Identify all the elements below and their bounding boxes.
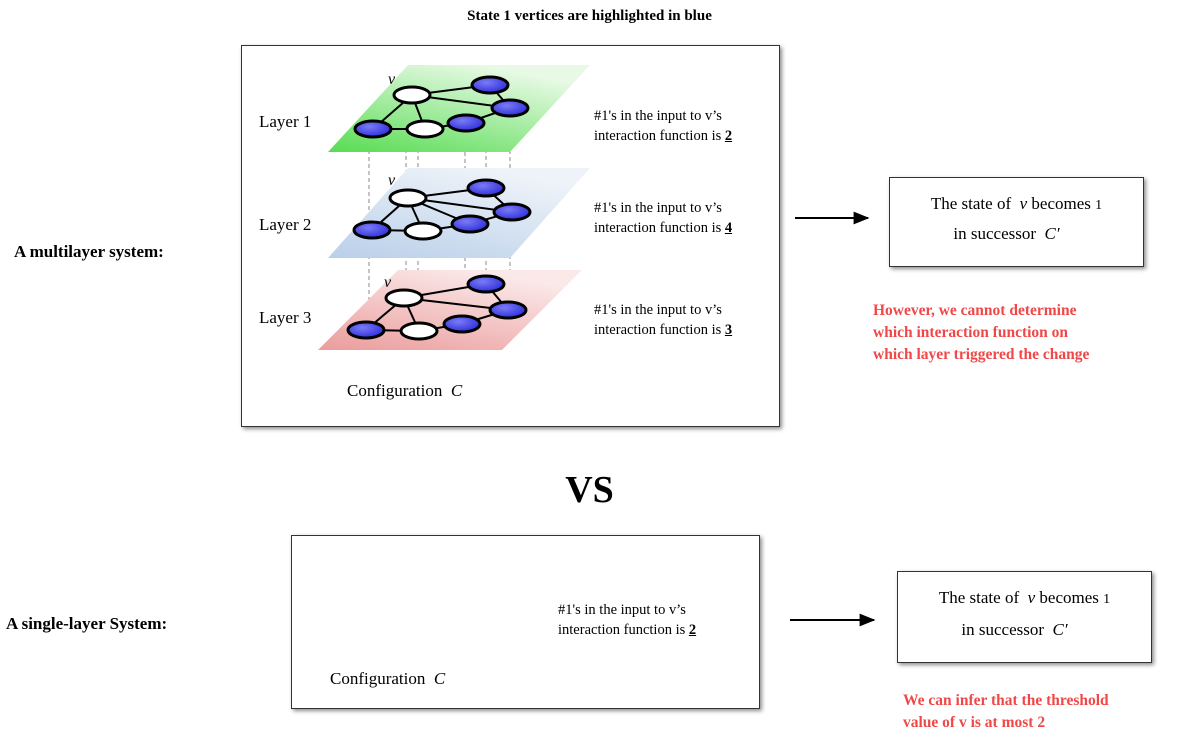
layer-3-vertex-state0: [399, 321, 439, 341]
multilayer-configuration-label: Configuration C: [347, 381, 463, 400]
layer-1-graph: [328, 65, 590, 152]
single-count: 2: [688, 622, 697, 638]
layer-2-plane: [328, 168, 590, 258]
layer-1-plane: [328, 65, 590, 152]
single-note: #1's in the input to v’s interaction fun…: [558, 602, 697, 638]
single-comment: We can infer that the threshold value of…: [903, 692, 1109, 731]
layer-1-note: #1's in the input to v’s interaction fun…: [594, 108, 733, 144]
layer-2-vertex-v: [388, 188, 428, 208]
layer-2-network: [352, 178, 532, 241]
layer-2-vertex-state1: [466, 178, 506, 198]
layer-1-vertex-state1: [446, 113, 486, 133]
layer-2-label: Layer 2: [259, 215, 312, 234]
layer-2-count: 4: [724, 220, 733, 236]
layer-3-note: #1's in the input to v’s interaction fun…: [594, 302, 733, 338]
multilayer-result-box: The state of v becomes 1 in successor C′: [889, 177, 1144, 267]
single-layer-label: A single-layer System:: [6, 614, 168, 633]
single-configuration-box: [291, 535, 760, 709]
layer-3-vertex-state1: [466, 274, 506, 294]
layer-1-count: 2: [724, 128, 733, 144]
layer-3-label: Layer 3: [259, 308, 312, 327]
layer-2-v-label: v: [388, 172, 396, 189]
layer-1-vertex-state0: [405, 119, 445, 139]
layer-1-label: Layer 1: [259, 112, 312, 131]
multilayer-label: A multilayer system:: [14, 242, 164, 261]
layer-1-vertex-state1: [490, 98, 530, 118]
layer-2-vertex-state1: [492, 202, 532, 222]
layer-3-count: 3: [724, 322, 733, 338]
layer-1-network: [353, 75, 530, 139]
layer-2-graph: [328, 168, 590, 258]
layer-3-vertex-state1: [488, 300, 528, 320]
layer-2-note: #1's in the input to v’s interaction fun…: [594, 200, 733, 236]
layer-1-vertex-state1: [470, 75, 510, 95]
layer-3-vertex-state1: [346, 320, 386, 340]
layer-2-vertex-state1: [450, 214, 490, 234]
layer-2-vertex-state1: [352, 220, 392, 240]
single-configuration-label: Configuration C: [330, 669, 446, 688]
layer-3-network: [346, 274, 528, 341]
layer-1-vertex-state1: [353, 119, 393, 139]
layer-3-vertex-state1: [442, 314, 482, 334]
vs-label: VS: [565, 469, 614, 511]
layer-3-vertex-v: [384, 288, 424, 308]
layer-2-vertex-state0: [403, 221, 443, 241]
figure-title: State 1 vertices are highlighted in blue: [467, 8, 712, 24]
layer-3-v-label: v: [384, 274, 392, 291]
multilayer-comment: However, we cannot determine which inter…: [873, 302, 1090, 363]
single-result-box: The state of v becomes 1 in successor C′: [897, 571, 1152, 663]
layer-1-v-label: v: [388, 71, 396, 88]
layer-1-vertex-v: [392, 85, 432, 105]
